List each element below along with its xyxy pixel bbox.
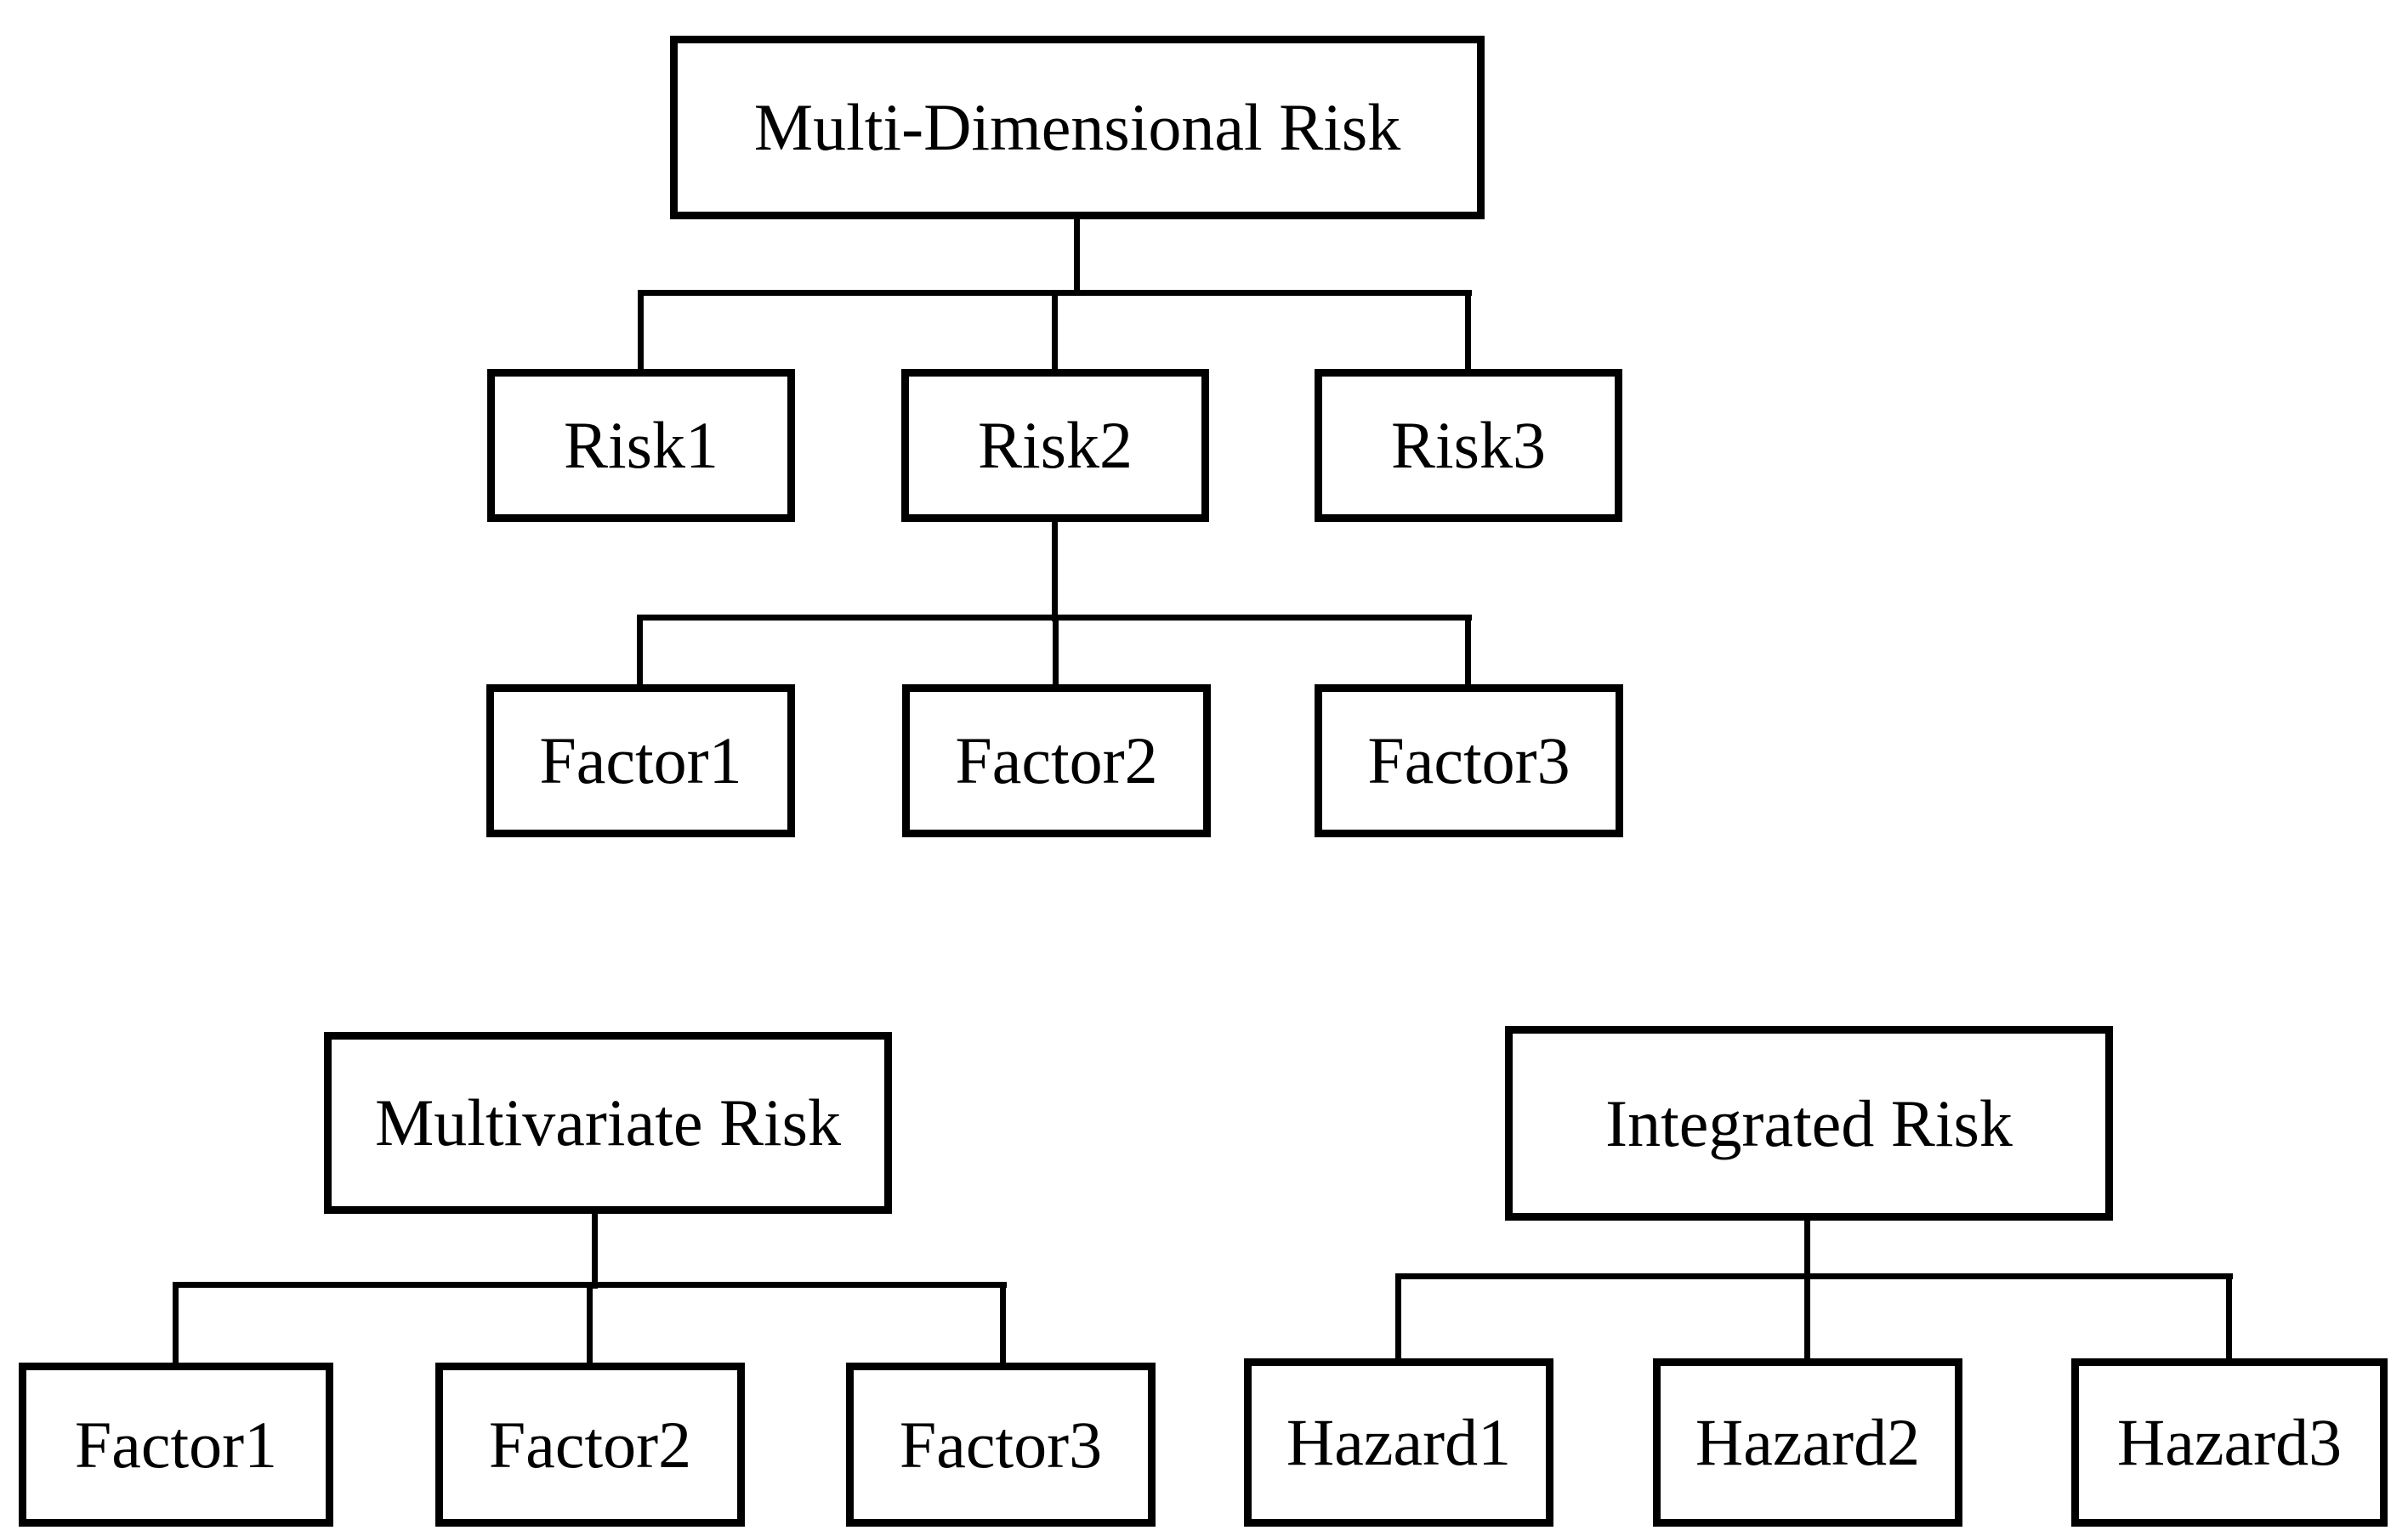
- connector-tree2-root-drop: [592, 1214, 598, 1289]
- node-label: Factor1: [539, 723, 742, 797]
- connector-tree1-drop-factor1: [637, 615, 643, 684]
- node-multi-dimensional-risk: Multi-Dimensional Risk: [670, 36, 1485, 219]
- node-tree1-factor2: Factor2: [902, 684, 1211, 837]
- connector-tree1-drop-risk2: [1052, 290, 1058, 369]
- connector-tree3-drop-hazard3: [2226, 1273, 2232, 1358]
- connector-tree3-drop-hazard1: [1395, 1273, 1401, 1358]
- node-risk1: Risk1: [487, 369, 795, 522]
- node-label: Factor2: [955, 723, 1158, 797]
- connector-tree1-drop-factor2: [1053, 615, 1059, 684]
- connector-tree2-drop-factor1: [173, 1282, 179, 1363]
- connector-tree1-risk2-drop: [1052, 522, 1058, 621]
- node-integrated-risk: Integrated Risk: [1505, 1026, 2113, 1221]
- connector-tree2-drop-factor3: [1000, 1282, 1006, 1363]
- node-label: Factor3: [1367, 723, 1570, 797]
- node-hazard1: Hazard1: [1244, 1358, 1553, 1527]
- node-label: Hazard2: [1695, 1405, 1921, 1479]
- node-label: Factor2: [488, 1407, 692, 1482]
- node-label: Factor3: [899, 1407, 1103, 1482]
- node-hazard3: Hazard3: [2071, 1358, 2388, 1527]
- node-label: Hazard3: [2116, 1405, 2343, 1479]
- node-risk2: Risk2: [901, 369, 1209, 522]
- node-label: Factor1: [74, 1407, 278, 1482]
- connector-tree1-drop-factor3: [1465, 615, 1471, 684]
- connector-tree2-drop-factor2: [587, 1282, 593, 1363]
- connector-tree3-drop-hazard2: [1804, 1273, 1810, 1358]
- node-tree2-factor1: Factor1: [19, 1363, 333, 1527]
- node-label: Multi-Dimensional Risk: [753, 90, 1401, 164]
- connector-tree3-rail: [1395, 1273, 2233, 1279]
- node-label: Risk3: [1390, 408, 1547, 482]
- node-label: Integrated Risk: [1605, 1085, 2013, 1160]
- node-label: Hazard1: [1286, 1405, 1512, 1479]
- node-risk3: Risk3: [1315, 369, 1622, 522]
- node-tree2-factor2: Factor2: [435, 1363, 745, 1527]
- node-tree1-factor1: Factor1: [486, 684, 795, 837]
- node-tree1-factor3: Factor3: [1315, 684, 1623, 837]
- node-label: Risk2: [977, 408, 1133, 482]
- connector-tree3-root-drop: [1804, 1221, 1810, 1280]
- node-hazard2: Hazard2: [1653, 1358, 1962, 1527]
- connector-tree1-drop-risk1: [638, 290, 644, 369]
- node-label: Risk1: [563, 408, 719, 482]
- connector-tree1-root-drop: [1074, 219, 1080, 296]
- node-tree2-factor3: Factor3: [846, 1363, 1156, 1527]
- connector-tree1-drop-risk3: [1465, 290, 1471, 369]
- node-multivariate-risk: Multivariate Risk: [324, 1032, 892, 1214]
- node-label: Multivariate Risk: [374, 1085, 842, 1159]
